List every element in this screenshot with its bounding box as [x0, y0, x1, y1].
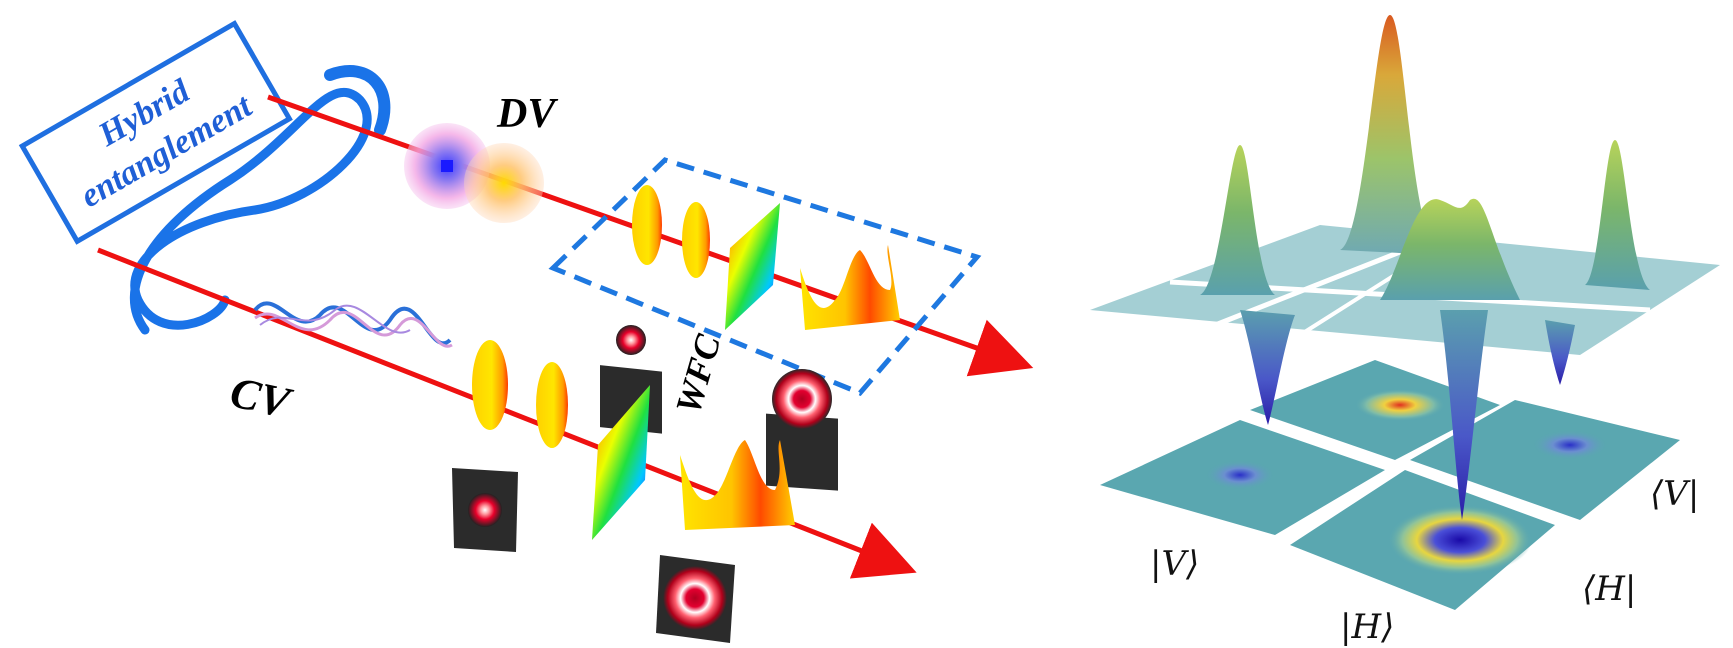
density-matrix-peaks — [1200, 15, 1650, 520]
dv-gaussian-disks — [632, 185, 710, 278]
wfc-label: WFC — [668, 329, 729, 418]
ket-v-label: |V⟩ — [1150, 544, 1199, 584]
dv-lg-wave — [800, 245, 900, 330]
dv-beam-profile-donut — [766, 369, 838, 491]
cv-label: CV — [226, 367, 297, 428]
infinity-ribbon — [129, 87, 372, 335]
cv-wave-packet — [253, 301, 453, 348]
cv-wavefront-corrector — [592, 385, 650, 540]
cv-gaussian-disks — [472, 340, 568, 448]
cv-beam-profile-gaussian — [452, 468, 518, 552]
ket-h-label: |H⟩ — [1340, 607, 1394, 647]
cv-lg-wave — [680, 440, 795, 530]
infinity-ribbon-fold — [324, 65, 391, 136]
wfc-dashed-region — [548, 157, 982, 396]
bra-h-label: ⟨H| — [1582, 569, 1636, 609]
dv-qubit-spheres — [404, 123, 544, 223]
bra-v-label: ⟨V| — [1650, 474, 1699, 514]
dv-label: DV — [496, 91, 558, 137]
dv-wavefront-corrector — [725, 203, 780, 330]
cv-beam-profile-donut — [656, 555, 735, 643]
density-matrix-2d-tiles — [1100, 360, 1680, 610]
